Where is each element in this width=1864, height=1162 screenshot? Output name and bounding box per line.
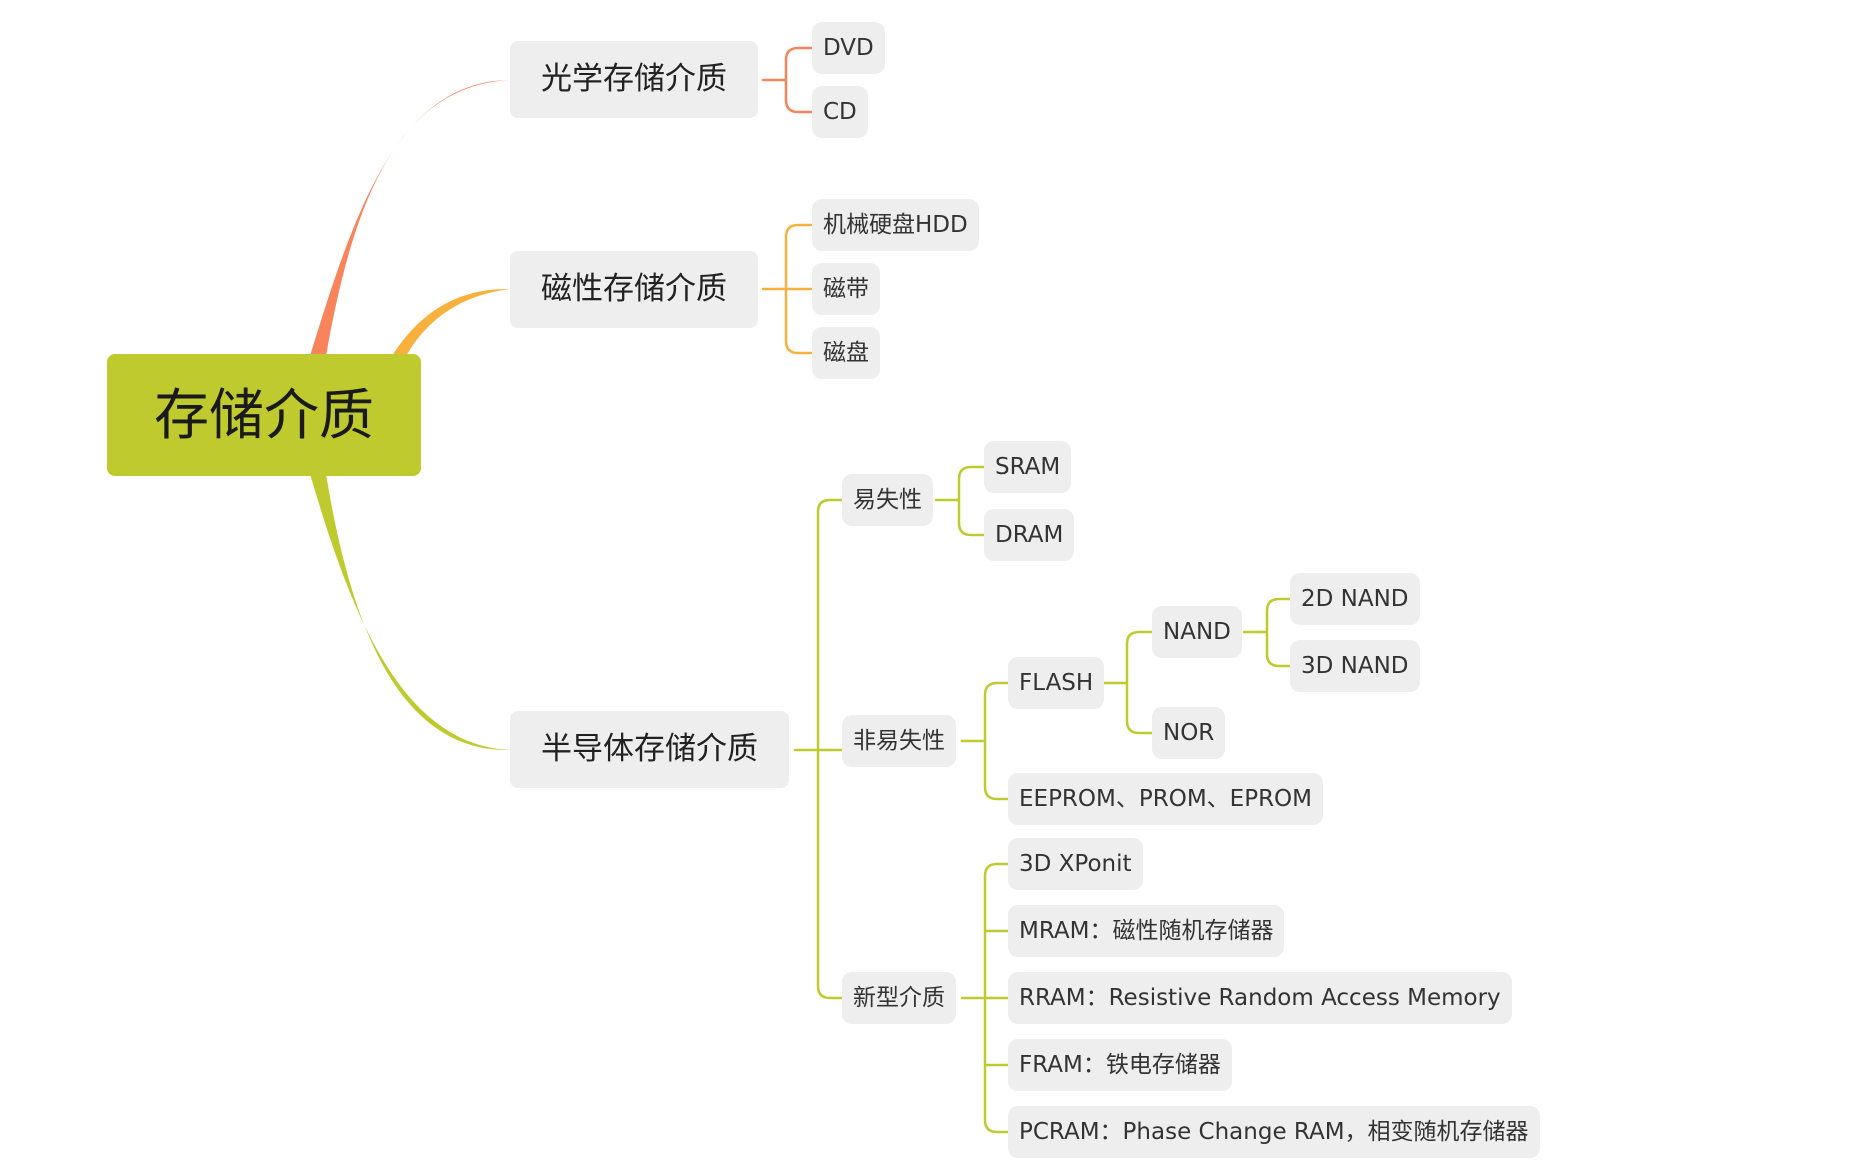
nonvolatile-bracket [960,681,1010,801]
node-disk[interactable]: 磁盘 [812,327,880,379]
node-mram-label: MRAM：磁性随机存储器 [1019,917,1274,944]
node-nand[interactable]: NAND [1152,606,1242,658]
volatile-bracket [934,465,986,537]
branch-semiconductor-label: 半导体存储介质 [541,731,758,767]
node-rram-label: RRAM：Resistive Random Access Memory [1019,984,1501,1011]
node-new-media[interactable]: 新型介质 [842,972,956,1024]
node-volatile-label: 易失性 [853,486,922,513]
branch-optical-label: 光学存储介质 [541,61,727,97]
branch-magnetic[interactable]: 磁性存储介质 [510,251,758,328]
node-3d-nand-label: 3D NAND [1301,652,1409,679]
node-new-media-label: 新型介质 [853,984,945,1011]
node-mram[interactable]: MRAM：磁性随机存储器 [1008,905,1285,957]
node-dvd-label: DVD [823,34,874,61]
branch-magnetic-line [392,288,510,356]
node-3d-xpoint[interactable]: 3D XPonit [1008,838,1143,890]
node-3d-nand[interactable]: 3D NAND [1290,640,1420,692]
node-sram-label: SRAM [995,453,1061,480]
root-label: 存储介质 [153,382,374,447]
node-hdd-label: 机械硬盘HDD [823,211,968,238]
branch-semi-line [310,474,510,751]
root-node[interactable]: 存储介质 [107,354,421,476]
node-3d-xpoint-label: 3D XPonit [1019,850,1132,877]
node-tape[interactable]: 磁带 [812,263,880,315]
node-flash[interactable]: FLASH [1008,657,1105,709]
node-nonvolatile-label: 非易失性 [853,727,945,754]
flash-bracket [1102,630,1154,735]
branch-semiconductor[interactable]: 半导体存储介质 [510,711,789,788]
node-2d-nand[interactable]: 2D NAND [1290,573,1420,625]
branch-optical[interactable]: 光学存储介质 [510,41,758,118]
node-nor-label: NOR [1163,719,1215,746]
node-fram-label: FRAM：铁电存储器 [1019,1051,1221,1078]
node-tape-label: 磁带 [823,275,869,302]
optical-bracket [761,46,814,114]
node-disk-label: 磁盘 [823,339,869,366]
node-nonvolatile[interactable]: 非易失性 [842,715,956,767]
branch-magnetic-label: 磁性存储介质 [541,271,727,307]
node-nand-label: NAND [1163,618,1231,645]
node-eeprom[interactable]: EEPROM、PROM、EPROM [1008,773,1323,825]
magnetic-bracket [761,223,814,355]
node-dram[interactable]: DRAM [984,509,1075,561]
newmedia-bracket [960,862,1010,1134]
node-volatile[interactable]: 易失性 [842,474,933,526]
semi-bracket [793,498,844,1000]
node-cd-label: CD [823,98,857,125]
node-cd[interactable]: CD [812,86,868,138]
node-fram[interactable]: FRAM：铁电存储器 [1008,1039,1232,1091]
branch-optical-line [310,80,510,356]
node-pcram-label: PCRAM：Phase Change RAM，相变随机存储器 [1019,1118,1529,1145]
node-dvd[interactable]: DVD [812,22,885,74]
node-pcram[interactable]: PCRAM：Phase Change RAM，相变随机存储器 [1008,1106,1540,1158]
node-eeprom-label: EEPROM、PROM、EPROM [1019,785,1312,812]
node-hdd[interactable]: 机械硬盘HDD [812,199,979,251]
node-rram[interactable]: RRAM：Resistive Random Access Memory [1008,972,1512,1024]
node-nor[interactable]: NOR [1152,707,1226,759]
node-flash-label: FLASH [1019,669,1094,696]
node-2d-nand-label: 2D NAND [1301,585,1409,612]
node-sram[interactable]: SRAM [984,441,1072,493]
nand-bracket [1242,597,1292,668]
node-dram-label: DRAM [995,521,1064,548]
